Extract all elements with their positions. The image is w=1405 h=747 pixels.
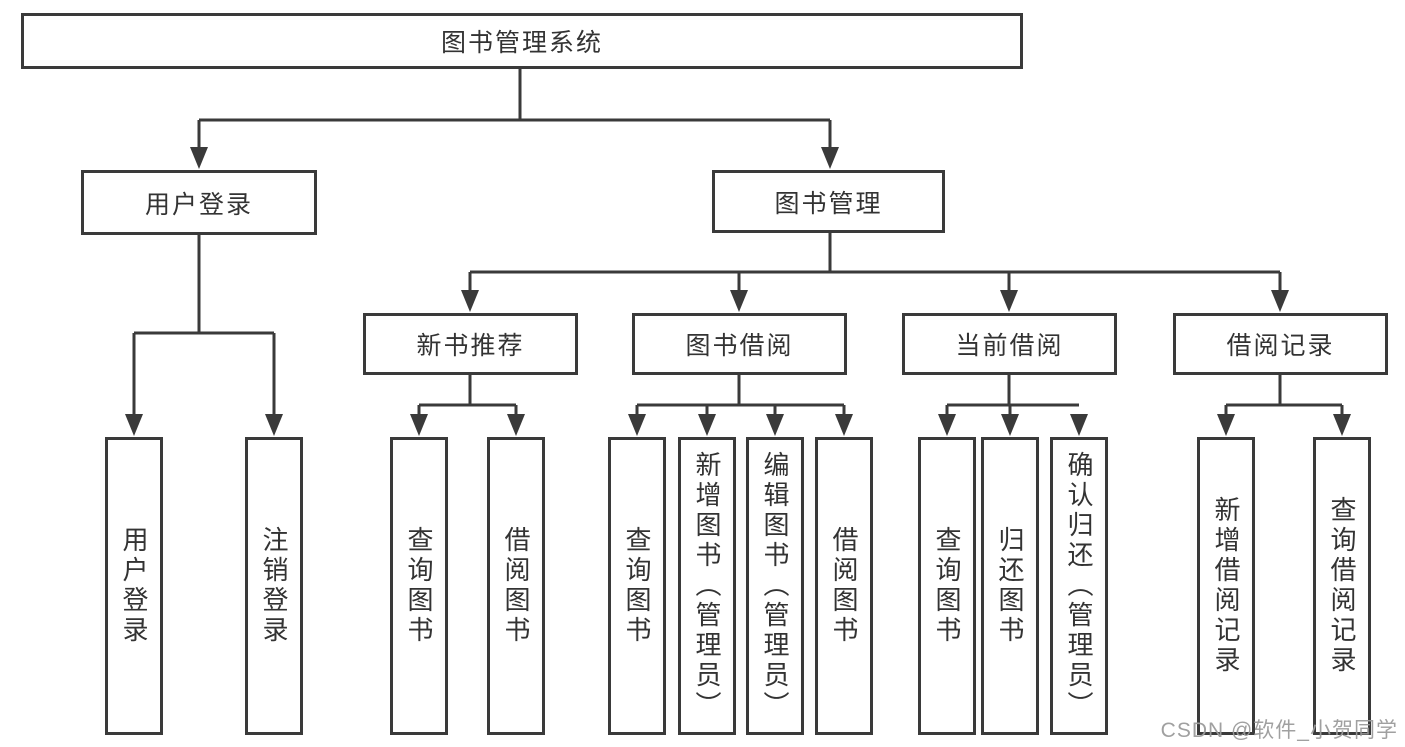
arrowhead-icon <box>730 290 748 312</box>
arrowhead-icon <box>1001 414 1019 436</box>
connector-path <box>132 69 1344 420</box>
arrowhead-icon <box>410 414 428 436</box>
leaf-label: 新增图书（管理员） <box>692 451 722 721</box>
leaf-label: 新增借阅记录 <box>1211 496 1241 676</box>
arrowhead-icon <box>461 290 479 312</box>
arrowhead-icon <box>821 147 839 169</box>
node-borrowing-records-label: 借阅记录 <box>1226 332 1335 360</box>
node-book-borrowing-label: 图书借阅 <box>685 332 794 360</box>
node-new-book-recommend: 新书推荐 <box>363 313 578 375</box>
node-borrowing-records: 借阅记录 <box>1173 313 1388 375</box>
watermark-text: CSDN @软件_小贺同学 <box>1160 719 1398 742</box>
arrowhead-icon <box>1000 290 1018 312</box>
node-current-borrowing: 当前借阅 <box>902 313 1117 375</box>
node-book-management-label: 图书管理 <box>774 189 883 218</box>
leaf-label: 查询图书 <box>932 526 962 646</box>
leaf-label: 借阅图书 <box>501 526 531 646</box>
node-root-label: 图书管理系统 <box>440 29 603 57</box>
leaf-label: 注销登录 <box>259 526 289 646</box>
leaf-logout-login: 注销登录 <box>245 437 303 735</box>
node-book-management: 图书管理 <box>712 170 945 233</box>
leaf-label: 编辑图书（管理员） <box>760 451 790 721</box>
leaf-label: 归还图书 <box>995 526 1025 646</box>
leaf-return-books: 归还图书 <box>981 437 1039 735</box>
arrowhead-icon <box>125 414 143 436</box>
leaf-add-borrow-record: 新增借阅记录 <box>1197 437 1255 735</box>
node-user-login: 用户登录 <box>81 170 317 235</box>
leaf-query-books: 查询图书 <box>918 437 976 735</box>
node-new-book-recommend-label: 新书推荐 <box>416 332 525 360</box>
arrowhead-icon <box>1217 414 1235 436</box>
leaf-borrow-books: 借阅图书 <box>815 437 873 735</box>
arrowhead-icon <box>265 414 283 436</box>
arrowhead-icon <box>766 414 784 436</box>
leaf-label: 借阅图书 <box>829 526 859 646</box>
leaf-label: 查询借阅记录 <box>1327 496 1357 676</box>
arrowhead-icon <box>507 414 525 436</box>
leaf-borrow-books: 借阅图书 <box>487 437 545 735</box>
arrowhead-icon <box>698 414 716 436</box>
arrowhead-icon <box>1333 414 1351 436</box>
arrowhead-icon <box>938 414 956 436</box>
leaf-query-books: 查询图书 <box>608 437 666 735</box>
leaf-label: 用户登录 <box>119 526 149 646</box>
leaf-query-books: 查询图书 <box>390 437 448 735</box>
node-book-borrowing: 图书借阅 <box>632 313 847 375</box>
leaf-label: 查询图书 <box>404 526 434 646</box>
leaf-edit-books-admin: 编辑图书（管理员） <box>746 437 804 735</box>
arrowhead-icon <box>628 414 646 436</box>
node-current-borrowing-label: 当前借阅 <box>955 332 1064 360</box>
arrowhead-icon <box>835 414 853 436</box>
leaf-confirm-return-admin: 确认归还（管理员） <box>1050 437 1108 735</box>
leaf-add-books-admin: 新增图书（管理员） <box>678 437 736 735</box>
arrowhead-icon <box>190 147 208 169</box>
leaf-label: 查询图书 <box>622 526 652 646</box>
arrowhead-icon <box>1271 290 1289 312</box>
node-root: 图书管理系统 <box>21 13 1023 69</box>
leaf-user-login: 用户登录 <box>105 437 163 735</box>
node-user-login-label: 用户登录 <box>144 190 253 219</box>
arrowhead-icon <box>1070 414 1088 436</box>
leaf-query-borrow-record: 查询借阅记录 <box>1313 437 1371 735</box>
leaf-label: 确认归还（管理员） <box>1064 451 1094 721</box>
